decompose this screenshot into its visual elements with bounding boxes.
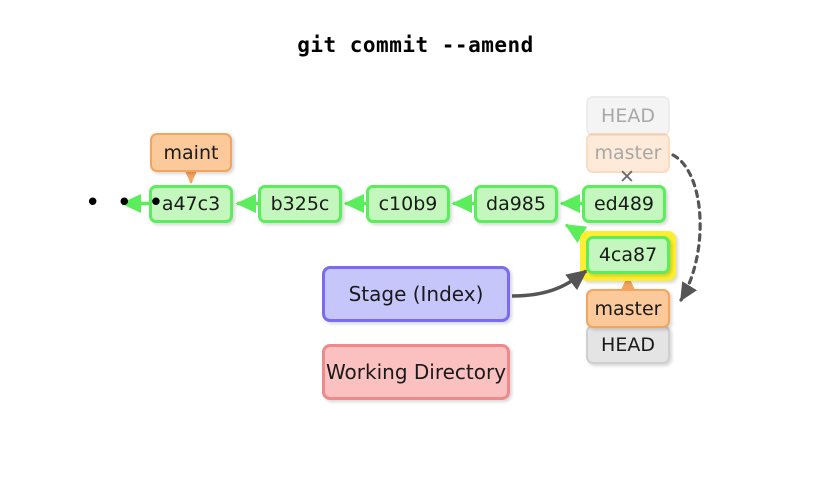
stage-index-label: Stage (Index) — [348, 282, 484, 306]
branch-label-maint[interactable]: maint — [150, 133, 232, 172]
commit-label: a47c3 — [161, 192, 221, 215]
commit-label: b325c — [270, 192, 330, 215]
commit-label: 4ca87 — [598, 244, 658, 266]
commit-node-c10b9[interactable]: c10b9 — [366, 184, 450, 223]
branch-label-master[interactable]: master — [586, 289, 670, 328]
working-directory-box[interactable]: Working Directory — [322, 344, 510, 400]
commit-label: ed489 — [593, 192, 654, 215]
history-ellipsis: • • • — [85, 188, 168, 218]
commit-label: da985 — [486, 192, 546, 215]
x-icon: ✕ — [619, 166, 635, 188]
arrow-old-master-to-new-master — [671, 153, 702, 302]
branch-label-text: master — [594, 297, 662, 320]
old-master-label: master — [586, 133, 670, 173]
head-label-text: HEAD — [601, 333, 655, 356]
commit-node-ed489[interactable]: ed489 — [582, 184, 666, 223]
page-title: git commit --amend — [297, 33, 534, 57]
old-head-label: HEAD — [586, 96, 670, 136]
old-head-label-text: HEAD — [601, 105, 655, 127]
old-master-label-text: master — [594, 142, 662, 164]
commit-node-da985[interactable]: da985 — [474, 184, 558, 223]
working-directory-label: Working Directory — [325, 360, 507, 384]
commit-node-4ca87[interactable]: 4ca87 — [586, 236, 670, 274]
commit-label: c10b9 — [378, 192, 438, 215]
stage-index-box[interactable]: Stage (Index) — [322, 266, 510, 322]
commit-node-b325c[interactable]: b325c — [258, 184, 342, 223]
detached-x-marker: ✕ — [619, 166, 635, 188]
arrow-stage-to-4ca87 — [511, 269, 588, 298]
commit-node-a47c3[interactable]: a47c3 — [149, 184, 233, 223]
branch-label-text: maint — [163, 141, 219, 164]
head-label[interactable]: HEAD — [586, 325, 670, 364]
